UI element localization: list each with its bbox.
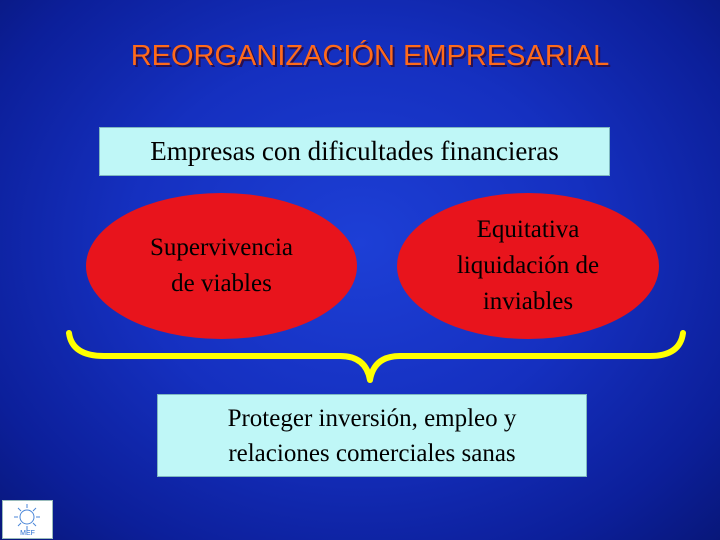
logo-text: MEF bbox=[20, 530, 35, 537]
left-ellipse-line-2: de viables bbox=[171, 270, 272, 297]
top-box-label: Empresas con dificultades financieras bbox=[150, 136, 559, 166]
right-ellipse-line-1: Equitativa bbox=[476, 215, 580, 243]
sun-emblem-icon bbox=[14, 504, 40, 530]
right-ellipse-line-3: inviables bbox=[482, 288, 574, 316]
left-ellipse: Supervivencia de viables bbox=[86, 193, 357, 339]
right-ellipse: Equitativa liquidación de inviables bbox=[397, 193, 659, 339]
right-ellipse-line-2: liquidación de bbox=[456, 251, 600, 279]
mef-logo: MEF bbox=[2, 500, 53, 539]
left-ellipse-line-1: Supervivencia bbox=[149, 233, 293, 261]
top-box: Empresas con dificultades financieras bbox=[99, 127, 610, 176]
slide-title: REORGANIZACIÓN EMPRESARIAL bbox=[130, 40, 610, 72]
bottom-box-line-1: Proteger inversión, empleo y bbox=[227, 404, 517, 432]
bottom-box: Proteger inversión, empleo y relaciones … bbox=[157, 394, 587, 477]
bottom-box-line-2: relaciones comerciales sanas bbox=[228, 439, 516, 467]
